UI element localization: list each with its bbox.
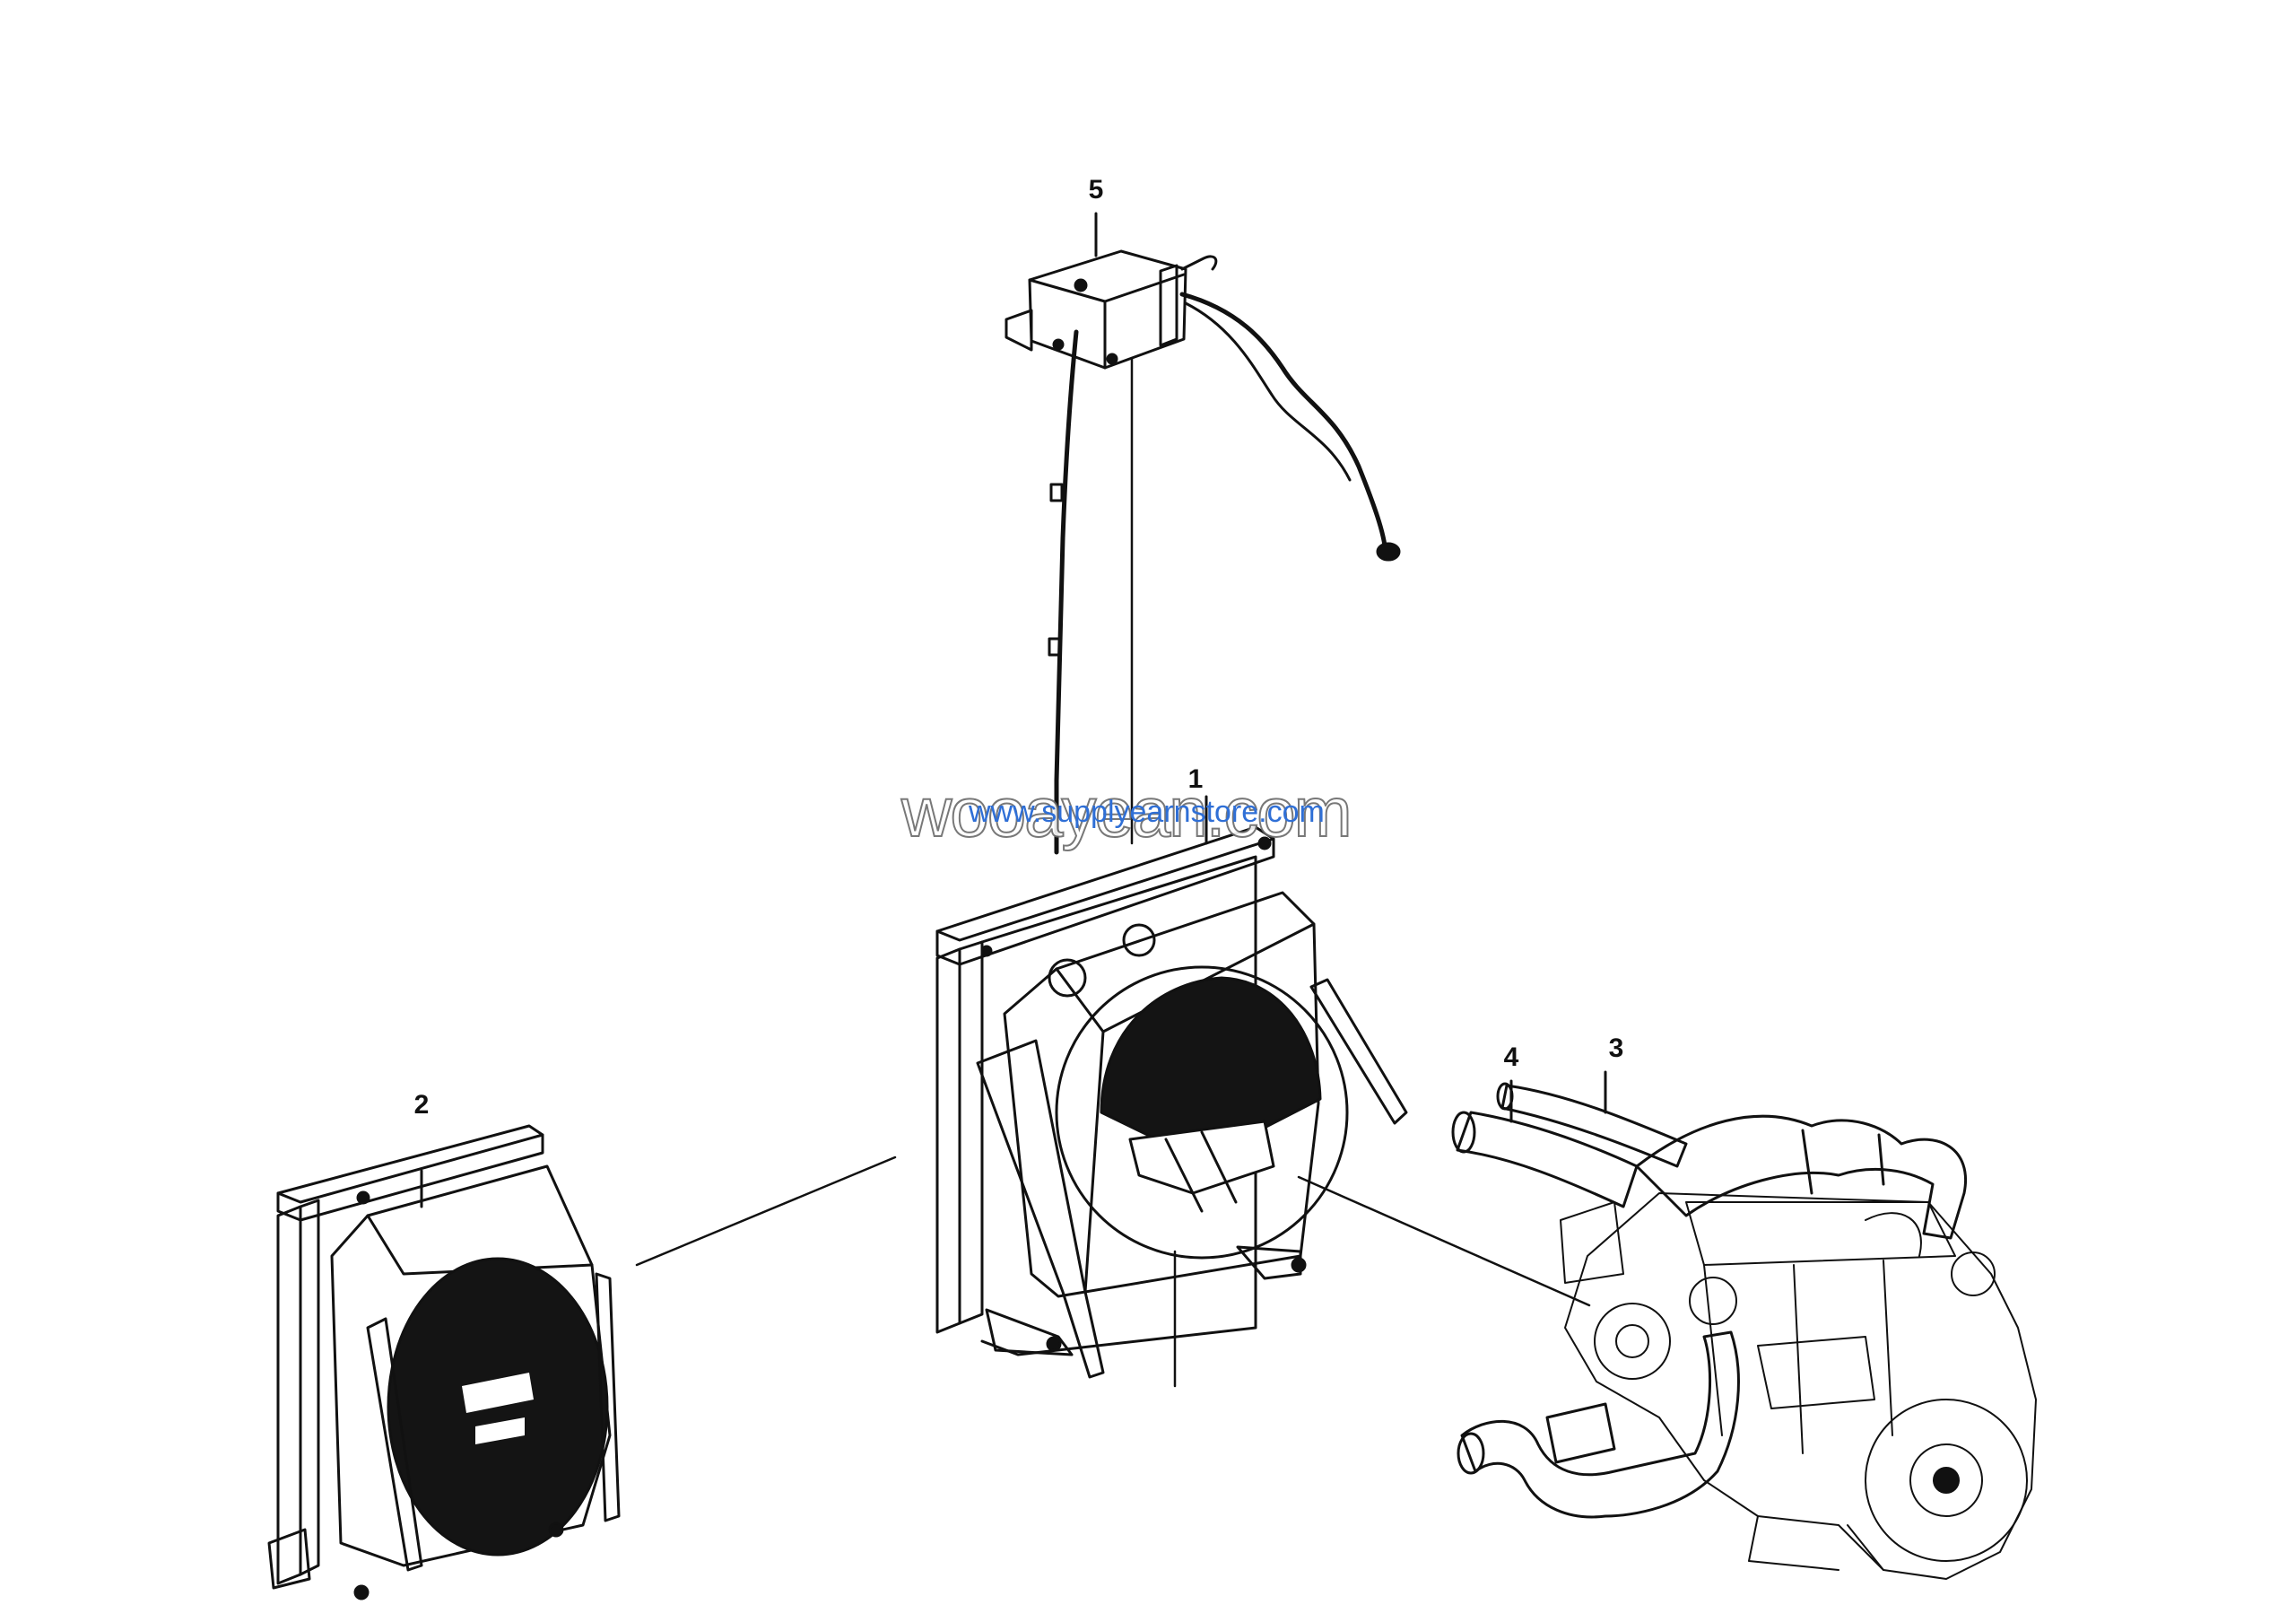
callout-4: 4 [1503,1042,1519,1072]
main-fan [1055,965,1349,1260]
turbocharger [1951,1251,1996,1296]
callout-1: 1 [1187,764,1204,794]
engine-pulley [1594,1303,1671,1380]
engine-block [1560,1192,2037,1580]
callout-5: 5 [1088,175,1104,205]
callout-3: 3 [1608,1033,1624,1063]
secondary-radiator-assembly [267,1124,621,1600]
pipe-assembly-lower [1460,1330,1740,1519]
charge-air-pipes [1451,1082,1967,1519]
watermark-sub: www.supplyearnstore.com [969,795,1325,829]
assembly-line-left [635,1155,897,1267]
hose-inlet [1048,958,1087,998]
wire-harness-right [1179,292,1388,559]
support-strut-left [976,1039,1105,1379]
radiator-core [935,947,961,1334]
radiator-top-tank [935,825,1275,966]
secondary-radiator-core [276,1205,302,1585]
secondary-fan-shroud [330,1164,612,1567]
pipe-assembly-upper [1635,1114,1967,1240]
pipe-item-3 [1500,1084,1688,1168]
main-radiator-assembly [935,825,1408,1379]
support-strut-right [1309,978,1408,1125]
secondary-top-tank [276,1124,544,1222]
wire-harness-left [1054,329,1079,855]
pipe-item-4 [1456,1111,1639,1208]
engine-flywheel [1865,1399,2028,1562]
control-box-bolt [1074,278,1088,292]
watermark-main: wooayean.com [900,772,1353,852]
control-box-assembly [1004,249,1401,855]
assembly-line-right [1297,1175,1591,1307]
leader-lines [420,212,1607,1388]
engine-outline [1564,1192,2037,1580]
main-fan-blade [1100,976,1322,1146]
fan-shroud [1003,891,1320,1298]
cylinder-head [1685,1201,1956,1266]
secondary-strut [366,1317,423,1572]
callout-2: 2 [413,1090,430,1120]
control-box-body [1028,249,1187,370]
